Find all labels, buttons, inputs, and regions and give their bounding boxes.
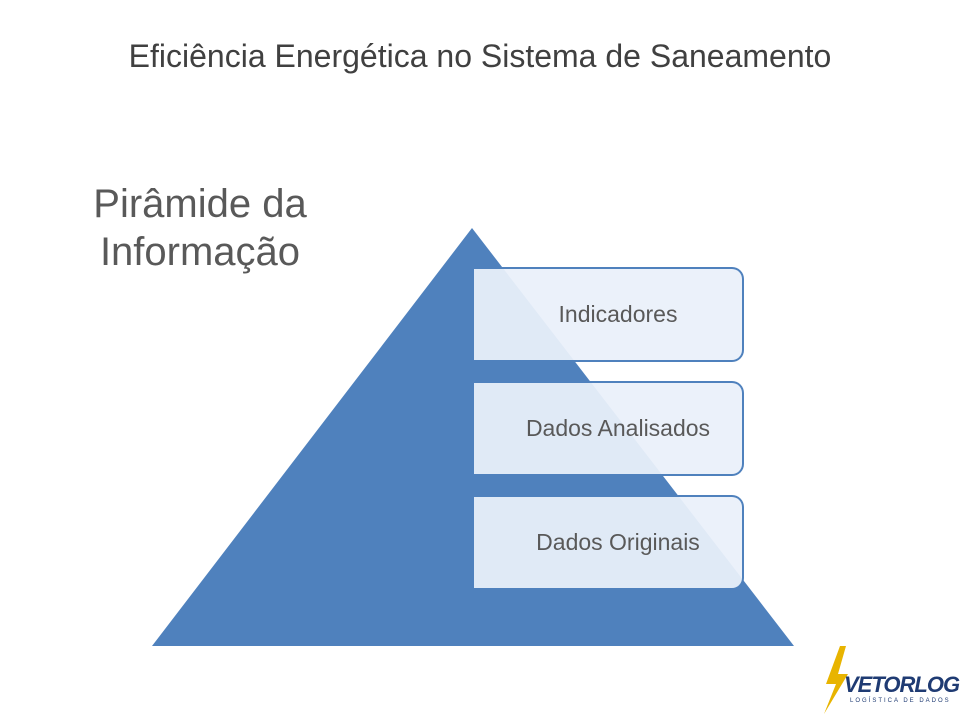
vetorlog-logo: VETORLOG LOGÍSTICA DE DADOS — [816, 644, 960, 716]
pyramid-heading: Pirâmide da Informação — [93, 182, 307, 274]
lightning-bolt-icon — [824, 646, 848, 714]
pyramid-level-dados-analisados: Dados Analisados — [474, 381, 744, 476]
logo-tagline: LOGÍSTICA DE DADOS — [850, 698, 951, 704]
pyramid-level-label: Dados Originais — [536, 529, 700, 555]
pyramid-level-label: Indicadores — [558, 301, 678, 327]
slide-title: Eficiência Energética no Sistema de Sane… — [128, 38, 832, 74]
logo-wordmark: VETORLOG — [844, 672, 960, 697]
pyramid-level-label: Dados Analisados — [525, 415, 711, 441]
pyramid-level-indicadores: Indicadores — [474, 267, 744, 362]
pyramid-level-dados-originais: Dados Originais — [474, 495, 744, 590]
